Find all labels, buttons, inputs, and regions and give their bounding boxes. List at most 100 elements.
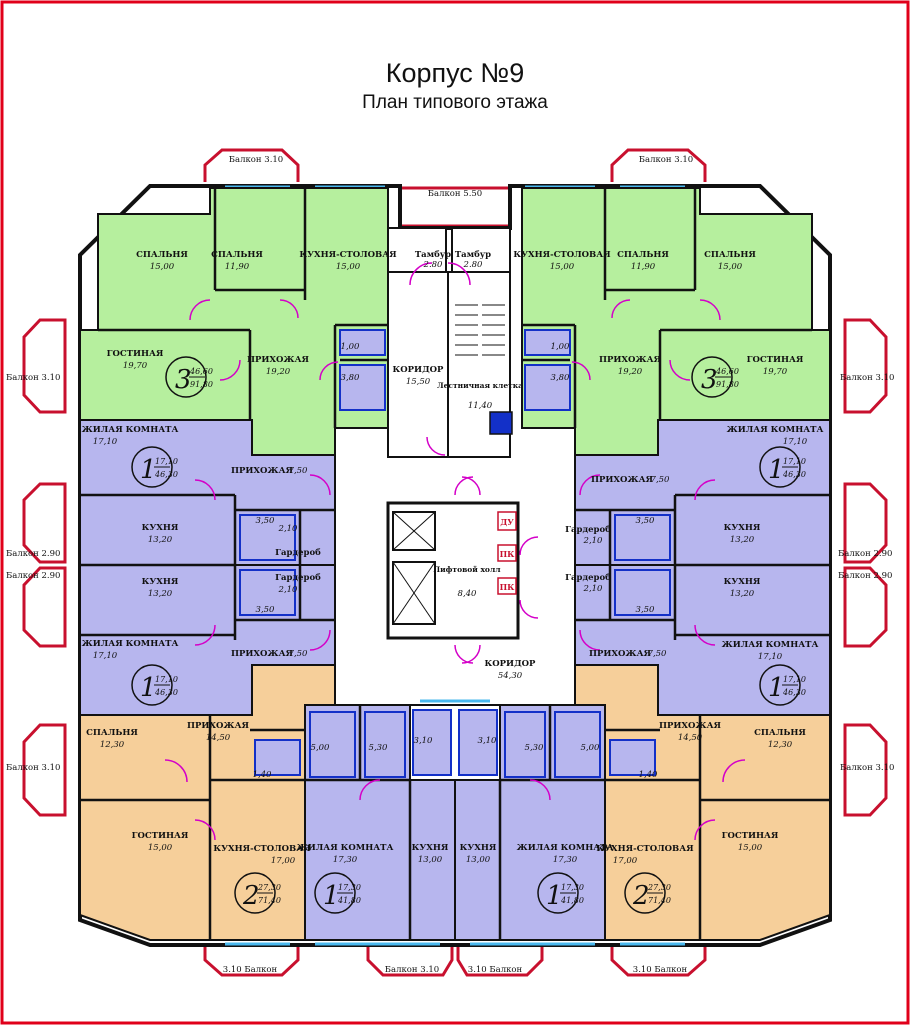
balcony-label-right-upper: Балкон 3.10 (840, 373, 894, 383)
room-area: 7,50 (289, 649, 309, 659)
room-area: 19,70 (763, 367, 788, 377)
room-area: 15,50 (406, 377, 431, 387)
room-name: КУХНЯ-СТОЛОВАЯ (596, 844, 694, 854)
room-area: 19,20 (618, 367, 643, 377)
room-name: Гардероб (275, 572, 321, 583)
room-area: 8,40 (458, 589, 478, 599)
balcony-bottom-cr (456, 945, 544, 977)
room-name: ГОСТИНАЯ (107, 349, 164, 359)
apt-total: 46,30 (154, 688, 178, 697)
room-name: КОРИДОР (485, 659, 537, 669)
pk-box-1 (497, 544, 517, 562)
room-area: 13,20 (148, 535, 173, 545)
room-name: ПРИХОЖАЯ (247, 355, 310, 365)
balcony-label-bottom-cr: 3.10 Балкон (468, 965, 523, 975)
apt-rooms: 1 (323, 881, 340, 911)
room-area: 15,00 (718, 262, 743, 272)
room-name: Гардероб (275, 547, 321, 558)
balcony-bottom-cl (366, 945, 454, 977)
stair-treads (455, 304, 505, 356)
area-bath: 3,50 (256, 516, 276, 526)
room-area: 17,00 (613, 856, 638, 866)
balcony-label-left-mid1: Балкон 2.90 (6, 549, 60, 559)
apt-total: 46,30 (154, 470, 178, 479)
room-name: СПАЛЬНЯ (704, 250, 756, 260)
apt-total: 46,30 (782, 688, 806, 697)
apt-total: 46,30 (782, 470, 806, 479)
page-title: Корпус №9 (385, 58, 525, 88)
apt-living: 46,60 (189, 367, 213, 376)
room-name: КУХНЯ (142, 577, 179, 587)
apt-living: 17,10 (783, 675, 806, 684)
room-area: 7,50 (651, 475, 671, 485)
apt-rooms: 2 (242, 881, 260, 911)
balcony-top-left (203, 148, 300, 182)
apt-rooms: 2 (632, 881, 650, 911)
pk-label-2: ПК (500, 582, 516, 592)
apt-living: 17,30 (338, 883, 361, 892)
room-name: ПРИХОЖАЯ (599, 355, 662, 365)
room-area: 12,30 (768, 740, 793, 750)
apartment-green-right (521, 187, 831, 456)
room-name: ЖИЛАЯ КОМНАТА (82, 639, 179, 649)
balcony-bottom-rr (610, 945, 707, 977)
balcony-label-left-lower: Балкон 3.10 (6, 763, 60, 773)
room-name: ПРИХОЖАЯ (231, 466, 294, 476)
apartment-green-left (79, 187, 389, 456)
area-wc: 1,00 (551, 342, 571, 352)
room-area: 2,10 (583, 584, 604, 594)
room-area: 17,10 (783, 437, 808, 447)
area-bath: 3,10 (414, 736, 434, 746)
balcony-left-upper (22, 318, 67, 414)
area-bath: 3,10 (478, 736, 498, 746)
room-name: КУХНЯ (724, 577, 761, 587)
apt-total: 71,40 (648, 896, 671, 905)
room-name: ЖИЛАЯ КОМНАТА (722, 640, 819, 650)
room-area: 12,30 (100, 740, 125, 750)
apt-living: 27,30 (257, 883, 281, 892)
room-area: 2,10 (278, 524, 299, 534)
balcony-label-bottom-ll: 3.10 Балкон (223, 965, 278, 975)
apt-total: 71,40 (258, 896, 281, 905)
room-name: Гардероб (565, 572, 611, 583)
room-area: 17,30 (333, 855, 358, 865)
area-bath: 5,30 (369, 743, 389, 753)
balcony-right-lower (843, 723, 888, 817)
room-name: ПРИХОЖАЯ (659, 721, 722, 731)
room-name: СПАЛЬНЯ (211, 250, 263, 260)
room-name: ЖИЛАЯ КОМНАТА (727, 425, 824, 435)
apt-rooms: 3 (701, 365, 718, 395)
bathrooms (239, 329, 671, 778)
room-area: 14,50 (678, 733, 703, 743)
apt-total: 41,80 (337, 896, 361, 905)
area-bath: 5,30 (525, 743, 545, 753)
room-labels: СПАЛЬНЯ 15,00 СПАЛЬНЯ 11,90 КУХНЯ-СТОЛОВ… (82, 249, 824, 866)
room-name: КУХНЯ-СТОЛОВАЯ (299, 250, 397, 260)
room-name: Лестничная клетка (437, 381, 523, 390)
balcony-right-mid1 (843, 482, 888, 564)
room-area: 19,20 (266, 367, 291, 377)
page-subtitle: План типового этажа (362, 92, 548, 113)
apt-total: 91,80 (716, 380, 739, 389)
pk-box-2 (497, 577, 517, 595)
room-name: КУХНЯ (412, 843, 449, 853)
balcony-right-mid2 (843, 566, 888, 648)
room-area: 7,50 (289, 466, 309, 476)
room-name: ГОСТИНАЯ (747, 355, 804, 365)
room-area: 17,00 (271, 856, 296, 866)
du-label: ДУ (500, 517, 514, 527)
apartment-badges: 3 46,60 91,80 3 46,60 91,80 1 17,10 46,3… (131, 356, 806, 914)
room-area: 54,30 (498, 671, 523, 681)
apt-living: 17,10 (155, 675, 178, 684)
balcony-label-top-center: Балкон 5.50 (428, 189, 482, 199)
room-name: ЖИЛАЯ КОМНАТА (517, 843, 614, 853)
apt-living: 17,10 (155, 457, 178, 466)
room-area: 17,10 (93, 437, 118, 447)
room-area: 19,70 (123, 361, 148, 371)
room-area: 13,20 (730, 535, 755, 545)
room-area: 17,30 (553, 855, 578, 865)
balcony-label-top-right: Балкон 3.10 (639, 155, 693, 165)
shaft-stair (489, 411, 513, 435)
room-area: 17,10 (758, 652, 783, 662)
room-area: 2,10 (278, 585, 299, 595)
